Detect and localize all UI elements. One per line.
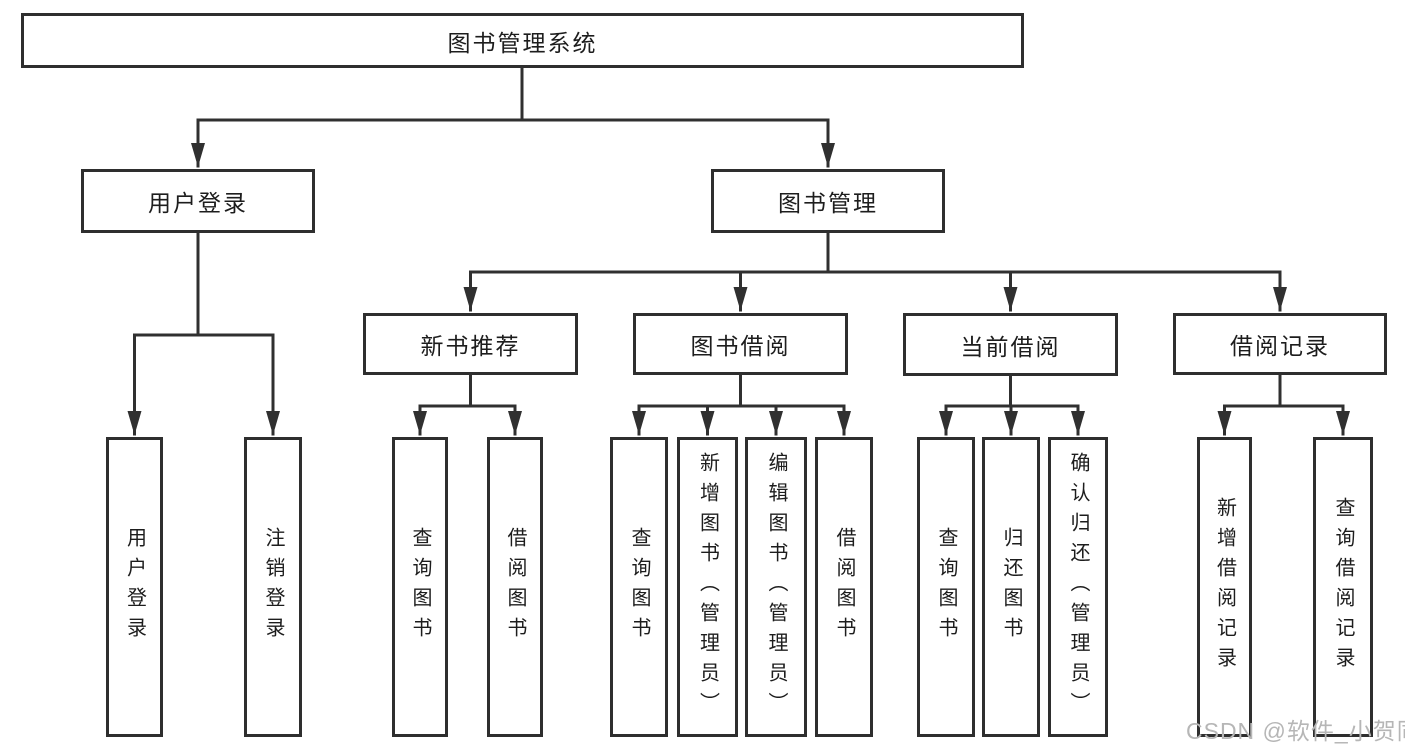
- leaf-borrow-book-recommend: 借阅图书: [487, 437, 543, 737]
- leaf-add-borrow-record: 新增借阅记录: [1197, 437, 1252, 737]
- csdn-watermark: CSDN @软件_小贺同学: [1186, 718, 1405, 744]
- node-current-borrowing-label: 当前借阅: [960, 333, 1061, 360]
- leaf-logout-label: 注销登录: [262, 527, 284, 647]
- leaf-query-book-recommend: 查询图书: [392, 437, 448, 737]
- leaf-user-login-label: 用户登录: [123, 527, 146, 647]
- node-book-borrowing: 图书借阅: [633, 313, 848, 375]
- node-library-system: 图书管理系统: [21, 13, 1024, 68]
- leaf-borrow-book-recommend-label: 借阅图书: [504, 527, 526, 647]
- leaf-query-book-current: 查询图书: [917, 437, 975, 737]
- node-user-login-label: 用户登录: [148, 190, 248, 216]
- leaf-borrow-book-borrowing: 借阅图书: [815, 437, 873, 737]
- leaf-user-login: 用户登录: [106, 437, 163, 737]
- node-user-login: 用户登录: [81, 169, 315, 233]
- leaf-query-book-recommend-label: 查询图书: [409, 527, 431, 647]
- connector-segments: [127, 66, 1350, 436]
- leaf-query-book-current-label: 查询图书: [935, 527, 957, 647]
- node-book-management: 图书管理: [711, 169, 945, 233]
- leaf-query-book-borrowing-label: 查询图书: [628, 527, 650, 647]
- leaf-edit-book-admin-label: 编辑图书（管理员）: [765, 452, 787, 722]
- leaf-query-borrow-record: 查询借阅记录: [1313, 437, 1373, 737]
- node-new-book-recommend-label: 新书推荐: [420, 333, 521, 359]
- node-borrow-records: 借阅记录: [1173, 313, 1387, 375]
- leaf-borrow-book-borrowing-label: 借阅图书: [833, 527, 855, 647]
- leaf-confirm-return-admin-label: 确认归还（管理员）: [1067, 452, 1089, 722]
- node-borrow-records-label: 借阅记录: [1230, 333, 1330, 359]
- node-library-system-label: 图书管理系统: [447, 29, 598, 56]
- leaf-query-borrow-record-label: 查询借阅记录: [1332, 497, 1354, 677]
- leaf-add-borrow-record-label: 新增借阅记录: [1213, 497, 1236, 677]
- leaf-edit-book-admin: 编辑图书（管理员）: [745, 437, 807, 737]
- leaf-return-book-label: 归还图书: [1000, 527, 1022, 647]
- leaf-query-book-borrowing: 查询图书: [610, 437, 668, 737]
- node-current-borrowing: 当前借阅: [903, 313, 1118, 376]
- node-new-book-recommend: 新书推荐: [363, 313, 578, 375]
- leaf-return-book: 归还图书: [982, 437, 1040, 737]
- leaf-logout: 注销登录: [244, 437, 302, 737]
- node-book-management-label: 图书管理: [778, 190, 878, 216]
- leaf-add-book-admin: 新增图书（管理员）: [677, 437, 738, 737]
- leaf-add-book-admin-label: 新增图书（管理员）: [696, 452, 719, 722]
- leaf-confirm-return-admin: 确认归还（管理员）: [1048, 437, 1108, 737]
- node-book-borrowing-label: 图书借阅: [690, 333, 791, 359]
